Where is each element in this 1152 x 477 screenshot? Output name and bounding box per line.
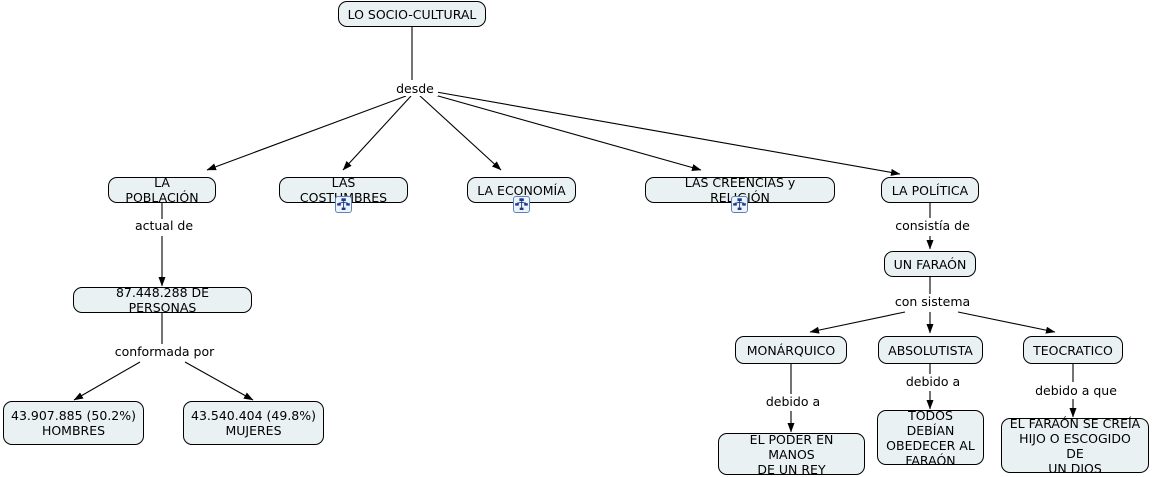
node-un-faraon[interactable]: UN FARAÓN: [884, 251, 976, 277]
link-label-debido-a-absolutista: debido a: [900, 375, 966, 389]
link-label-con-sistema: con sistema: [888, 295, 977, 309]
node-el-faraon-se-creia-hijo-o-escogido-de-un-dios[interactable]: EL FARAÓN SE CREÍA HIJO O ESCOGIDO DE UN…: [1001, 416, 1149, 476]
node-absolutista[interactable]: ABSOLUTISTA: [878, 336, 983, 364]
node-87448288-de-personas[interactable]: 87.448.288 DE PERSONAS: [73, 285, 252, 315]
link-label-debido-a-que-teocratico: debido a que: [1031, 384, 1121, 398]
linked-cmap-icon[interactable]: [731, 196, 748, 213]
node-la-poblacion[interactable]: LA POBLACIÓN: [108, 175, 216, 205]
link-label-actual-de: actual de: [125, 219, 203, 233]
link-label-desde: desde: [392, 82, 438, 96]
node-el-poder-en-manos-de-un-rey[interactable]: EL PODER EN MANOS DE UN REY: [718, 432, 865, 477]
node-la-economia[interactable]: LA ECONOMÍA: [467, 177, 576, 203]
link-label-consistia-de: consistía de: [888, 219, 977, 233]
node-root[interactable]: LO SOCIO-CULTURAL: [338, 1, 486, 27]
node-hombres[interactable]: 43.907.885 (50.2%) HOMBRES: [3, 401, 144, 445]
node-monarquico[interactable]: MONÁRQUICO: [735, 336, 847, 364]
node-la-politica[interactable]: LA POLÍTICA: [881, 177, 979, 203]
link-label-debido-a-monarquico: debido a: [760, 395, 826, 409]
link-label-conformada-por: conformada por: [111, 345, 218, 359]
node-mujeres[interactable]: 43.540.404 (49.8%) MUJERES: [183, 401, 324, 445]
node-todos-debian-obedecer-al-faraon[interactable]: TODOS DEBÍAN OBEDECER AL FARAÓN: [877, 408, 984, 468]
node-teocratico[interactable]: TEOCRATICO: [1023, 336, 1123, 364]
linked-cmap-icon[interactable]: [335, 196, 352, 213]
linked-cmap-icon[interactable]: [513, 196, 530, 213]
node-las-costumbres[interactable]: LAS COSTUMBRES: [279, 175, 408, 205]
